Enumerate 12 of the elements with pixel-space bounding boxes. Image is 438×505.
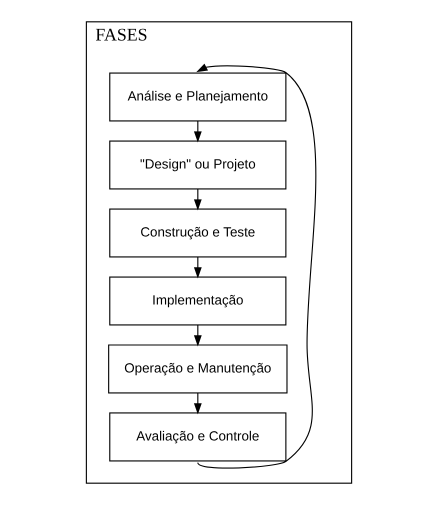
node-box: "Design" ou Projeto xyxy=(109,140,286,190)
arrow xyxy=(194,393,202,414)
arrow xyxy=(194,121,202,142)
arrow xyxy=(194,189,202,210)
node-box: Implementação xyxy=(109,276,286,326)
arrow xyxy=(194,257,202,278)
node-box: Operação e Manutenção xyxy=(108,344,288,394)
arrow xyxy=(194,325,202,346)
arrow xyxy=(196,64,316,469)
node-box: Análise e Planejamento xyxy=(109,72,286,122)
node-box: Construção e Teste xyxy=(109,208,286,258)
node-box: Avaliação e Controle xyxy=(109,412,286,462)
